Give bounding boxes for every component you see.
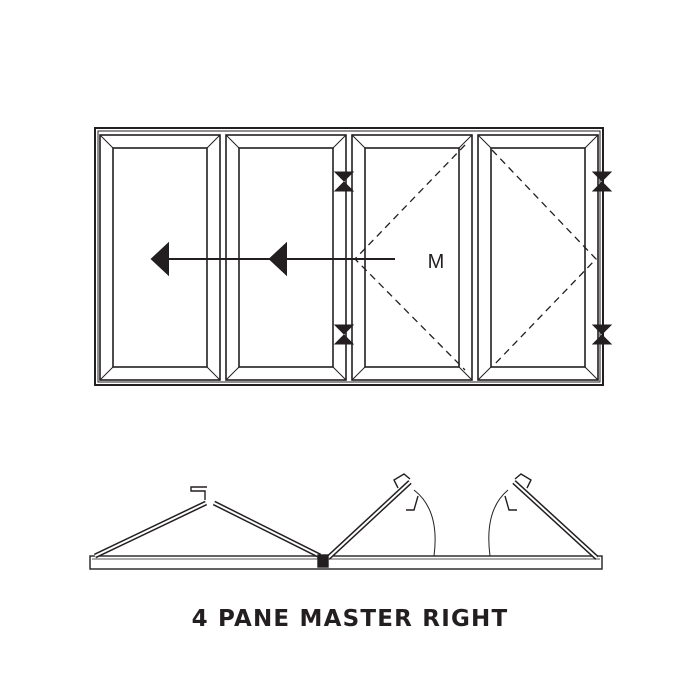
glass — [490, 147, 586, 368]
hinge-icon — [333, 171, 355, 192]
pane-3 — [351, 134, 473, 381]
glass — [112, 147, 208, 368]
hinge-icon — [333, 324, 355, 345]
swing-indicators — [354, 144, 597, 371]
elevation-view — [94, 127, 604, 386]
swing-arc — [413, 489, 436, 557]
master-label: M — [428, 251, 445, 273]
glass — [364, 147, 460, 368]
pane-4 — [477, 134, 599, 381]
pane-1 — [99, 134, 221, 381]
hinge-icons — [333, 171, 613, 345]
handle-icon — [514, 473, 532, 489]
hinge-icon — [591, 324, 613, 345]
diagram-title: 4 PANE MASTER RIGHT — [191, 606, 509, 632]
outer-frame — [94, 127, 604, 386]
handle-icon — [504, 495, 517, 511]
folded-panel — [93, 500, 322, 559]
glass — [238, 147, 334, 368]
swing-arc — [488, 489, 509, 557]
arrow-head-icon — [268, 241, 287, 277]
arrow-head-icon — [150, 241, 169, 277]
handle-icon — [406, 495, 419, 511]
handle-icon — [393, 473, 411, 489]
hinge-icon — [591, 171, 613, 192]
plan-view — [89, 473, 603, 570]
handle-icon — [190, 486, 207, 500]
pane-2 — [225, 134, 347, 381]
opening-arrow — [150, 241, 395, 277]
